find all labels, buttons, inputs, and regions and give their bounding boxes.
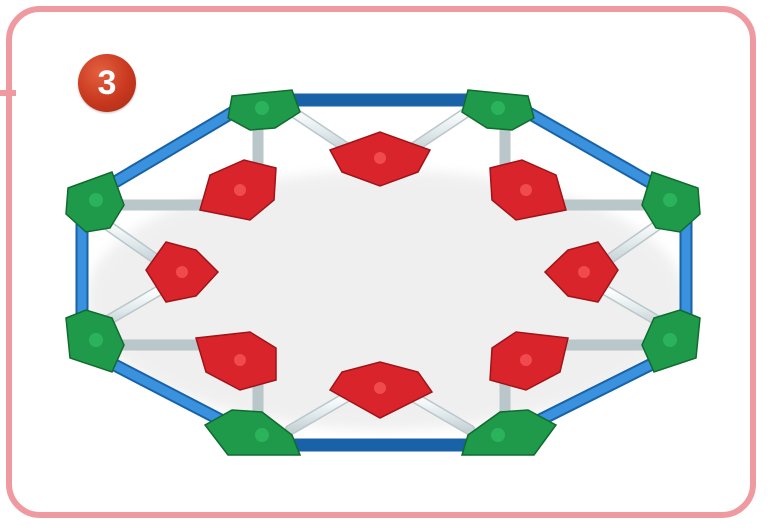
panel-tab-accent xyxy=(0,90,16,96)
red-connectors xyxy=(145,131,619,419)
green-connectors xyxy=(65,89,701,456)
green-connector-bottom-left xyxy=(203,409,302,456)
green-connector-bottom-right xyxy=(460,409,558,456)
blue-rod-sides xyxy=(75,93,693,452)
step-number-badge: 3 xyxy=(78,54,136,112)
